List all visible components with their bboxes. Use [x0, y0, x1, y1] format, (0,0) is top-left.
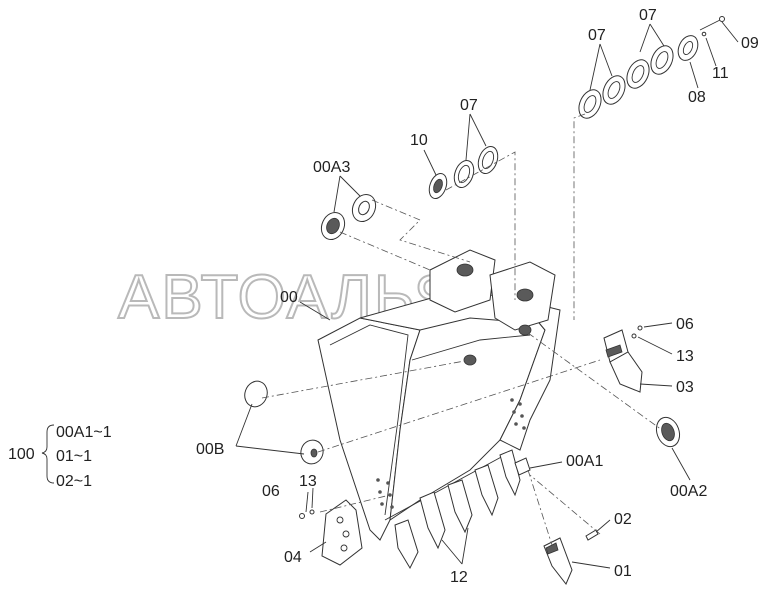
guide-lines: [261, 113, 663, 546]
label-12: 12: [450, 569, 468, 586]
legend-item: 01~1: [56, 448, 92, 465]
plate-08: [677, 35, 699, 61]
legend-group-number: 100: [8, 446, 35, 463]
label-07-top-left: 07: [588, 27, 606, 44]
ring-10: [428, 172, 448, 200]
shims-07-middle: [453, 145, 499, 189]
washer-11: [701, 31, 707, 37]
bucket-body: [317, 249, 561, 541]
label-01: 01: [614, 563, 632, 580]
label-13-right: 13: [676, 348, 694, 365]
adapter-00A1: [514, 457, 531, 476]
nut-13-right: [631, 333, 637, 339]
tooth-01: [543, 537, 573, 585]
label-10: 10: [410, 132, 428, 149]
label-00A2: 00A2: [670, 483, 707, 500]
label-13-left: 13: [299, 473, 317, 490]
label-00: 00: [280, 289, 298, 306]
bolt-06-left: [299, 513, 305, 519]
label-07-middle: 07: [460, 97, 478, 114]
label-11: 11: [712, 65, 729, 82]
bolt-09: [699, 16, 725, 31]
label-06-right: 06: [676, 316, 694, 333]
pin-bushing-set-00A3: [320, 193, 377, 241]
legend-item: 02~1: [56, 473, 92, 490]
legend-item: 00A1~1: [56, 424, 112, 441]
label-06-left: 06: [262, 483, 280, 500]
label-00A1: 00A1: [566, 453, 603, 470]
label-02: 02: [614, 511, 632, 528]
shims-07-top: [578, 45, 674, 119]
legend-brace: [41, 424, 55, 484]
nut-13-left: [309, 509, 315, 515]
bolt-06-right: [637, 325, 643, 331]
label-04: 04: [284, 549, 302, 566]
label-00A3: 00A3: [313, 159, 350, 176]
label-03: 03: [676, 379, 694, 396]
label-07-top-right: 07: [639, 7, 657, 24]
bushing-00A2: [655, 416, 681, 448]
label-00B: 00B: [196, 441, 224, 458]
pin-02: [585, 529, 599, 541]
leader-lines: [235, 21, 739, 569]
teeth-group: [394, 449, 521, 570]
side-cutter-04: [321, 499, 363, 566]
bushing-00B: [244, 380, 324, 465]
side-cutter-03: [603, 329, 643, 393]
label-08: 08: [688, 89, 706, 106]
assembly-legend: 100 00A1~1 01~1 02~1: [8, 424, 112, 490]
label-09: 09: [741, 35, 759, 52]
